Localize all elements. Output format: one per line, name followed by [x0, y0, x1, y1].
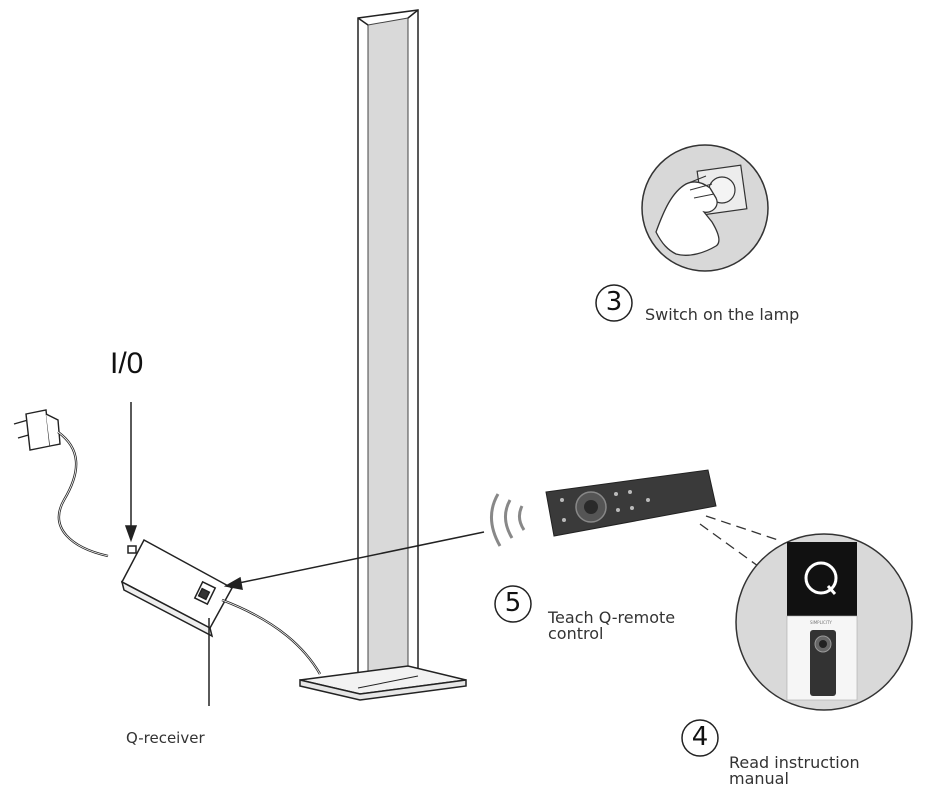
switch-arrow [124, 402, 138, 543]
power-plug [13, 409, 61, 451]
lamp-cable [221, 598, 322, 675]
step-4-circle [681, 719, 719, 757]
floor-lamp [299, 9, 467, 701]
power-cable [57, 431, 109, 558]
step-3-number: 3 [605, 287, 623, 317]
step-5-label: Teach Q-remote control [548, 608, 676, 643]
manual-dashed-lines [699, 515, 779, 567]
signal-waves-icon [490, 493, 526, 547]
teach-arrow [223, 531, 485, 590]
step-4-label: Read instruction manual [729, 753, 860, 788]
step-5-circle [494, 585, 532, 623]
step-3-label: Switch on the lamp [645, 305, 800, 324]
q-receiver [120, 538, 234, 638]
manual-brand-small: SIMPLICITY [810, 620, 832, 625]
manual-illustration [735, 533, 913, 711]
q-remote-control [545, 469, 717, 537]
step-4-number: 4 [691, 722, 709, 752]
q-receiver-label: Q-receiver [126, 729, 205, 747]
step-3-circle [595, 284, 633, 322]
wall-switch-illustration [641, 144, 769, 272]
switch-symbol-label: I/0 [110, 347, 144, 380]
step-5-number: 5 [504, 588, 522, 618]
